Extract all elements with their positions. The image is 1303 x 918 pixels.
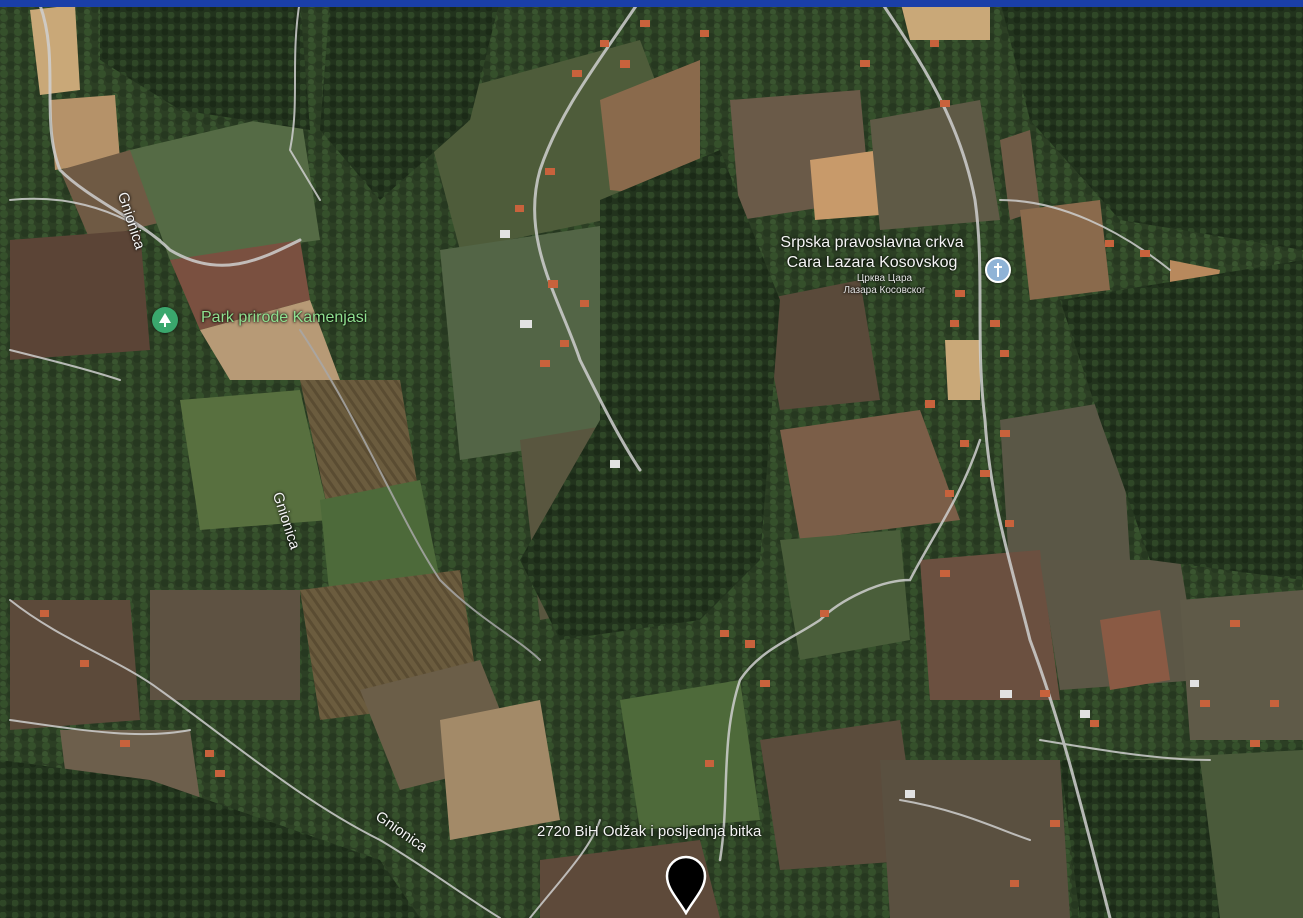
church-poi-marker[interactable]: [985, 257, 1011, 283]
church-cyrillic-line2: Лазара Косовског: [843, 285, 926, 296]
church-name-line1: Srpska pravoslavna crkva: [780, 234, 964, 251]
park-poi-marker[interactable]: [152, 307, 178, 333]
tree-icon: [159, 313, 171, 327]
park-label[interactable]: Park prirode Kamenjasi: [201, 309, 368, 326]
church-label-group[interactable]: Srpska pravoslavna crkva Cara Lazara Kos…: [752, 233, 992, 297]
top-edge-bar: [0, 0, 1303, 7]
church-name-line2: Cara Lazara Kosovskog: [786, 254, 958, 271]
church-cyrillic-line1: Црква Цара: [856, 273, 913, 284]
pin-label[interactable]: 2720 BiH Odžak i posljednja bitka: [537, 823, 762, 840]
cross-icon: [994, 263, 1002, 277]
location-pin-icon[interactable]: [664, 855, 708, 915]
